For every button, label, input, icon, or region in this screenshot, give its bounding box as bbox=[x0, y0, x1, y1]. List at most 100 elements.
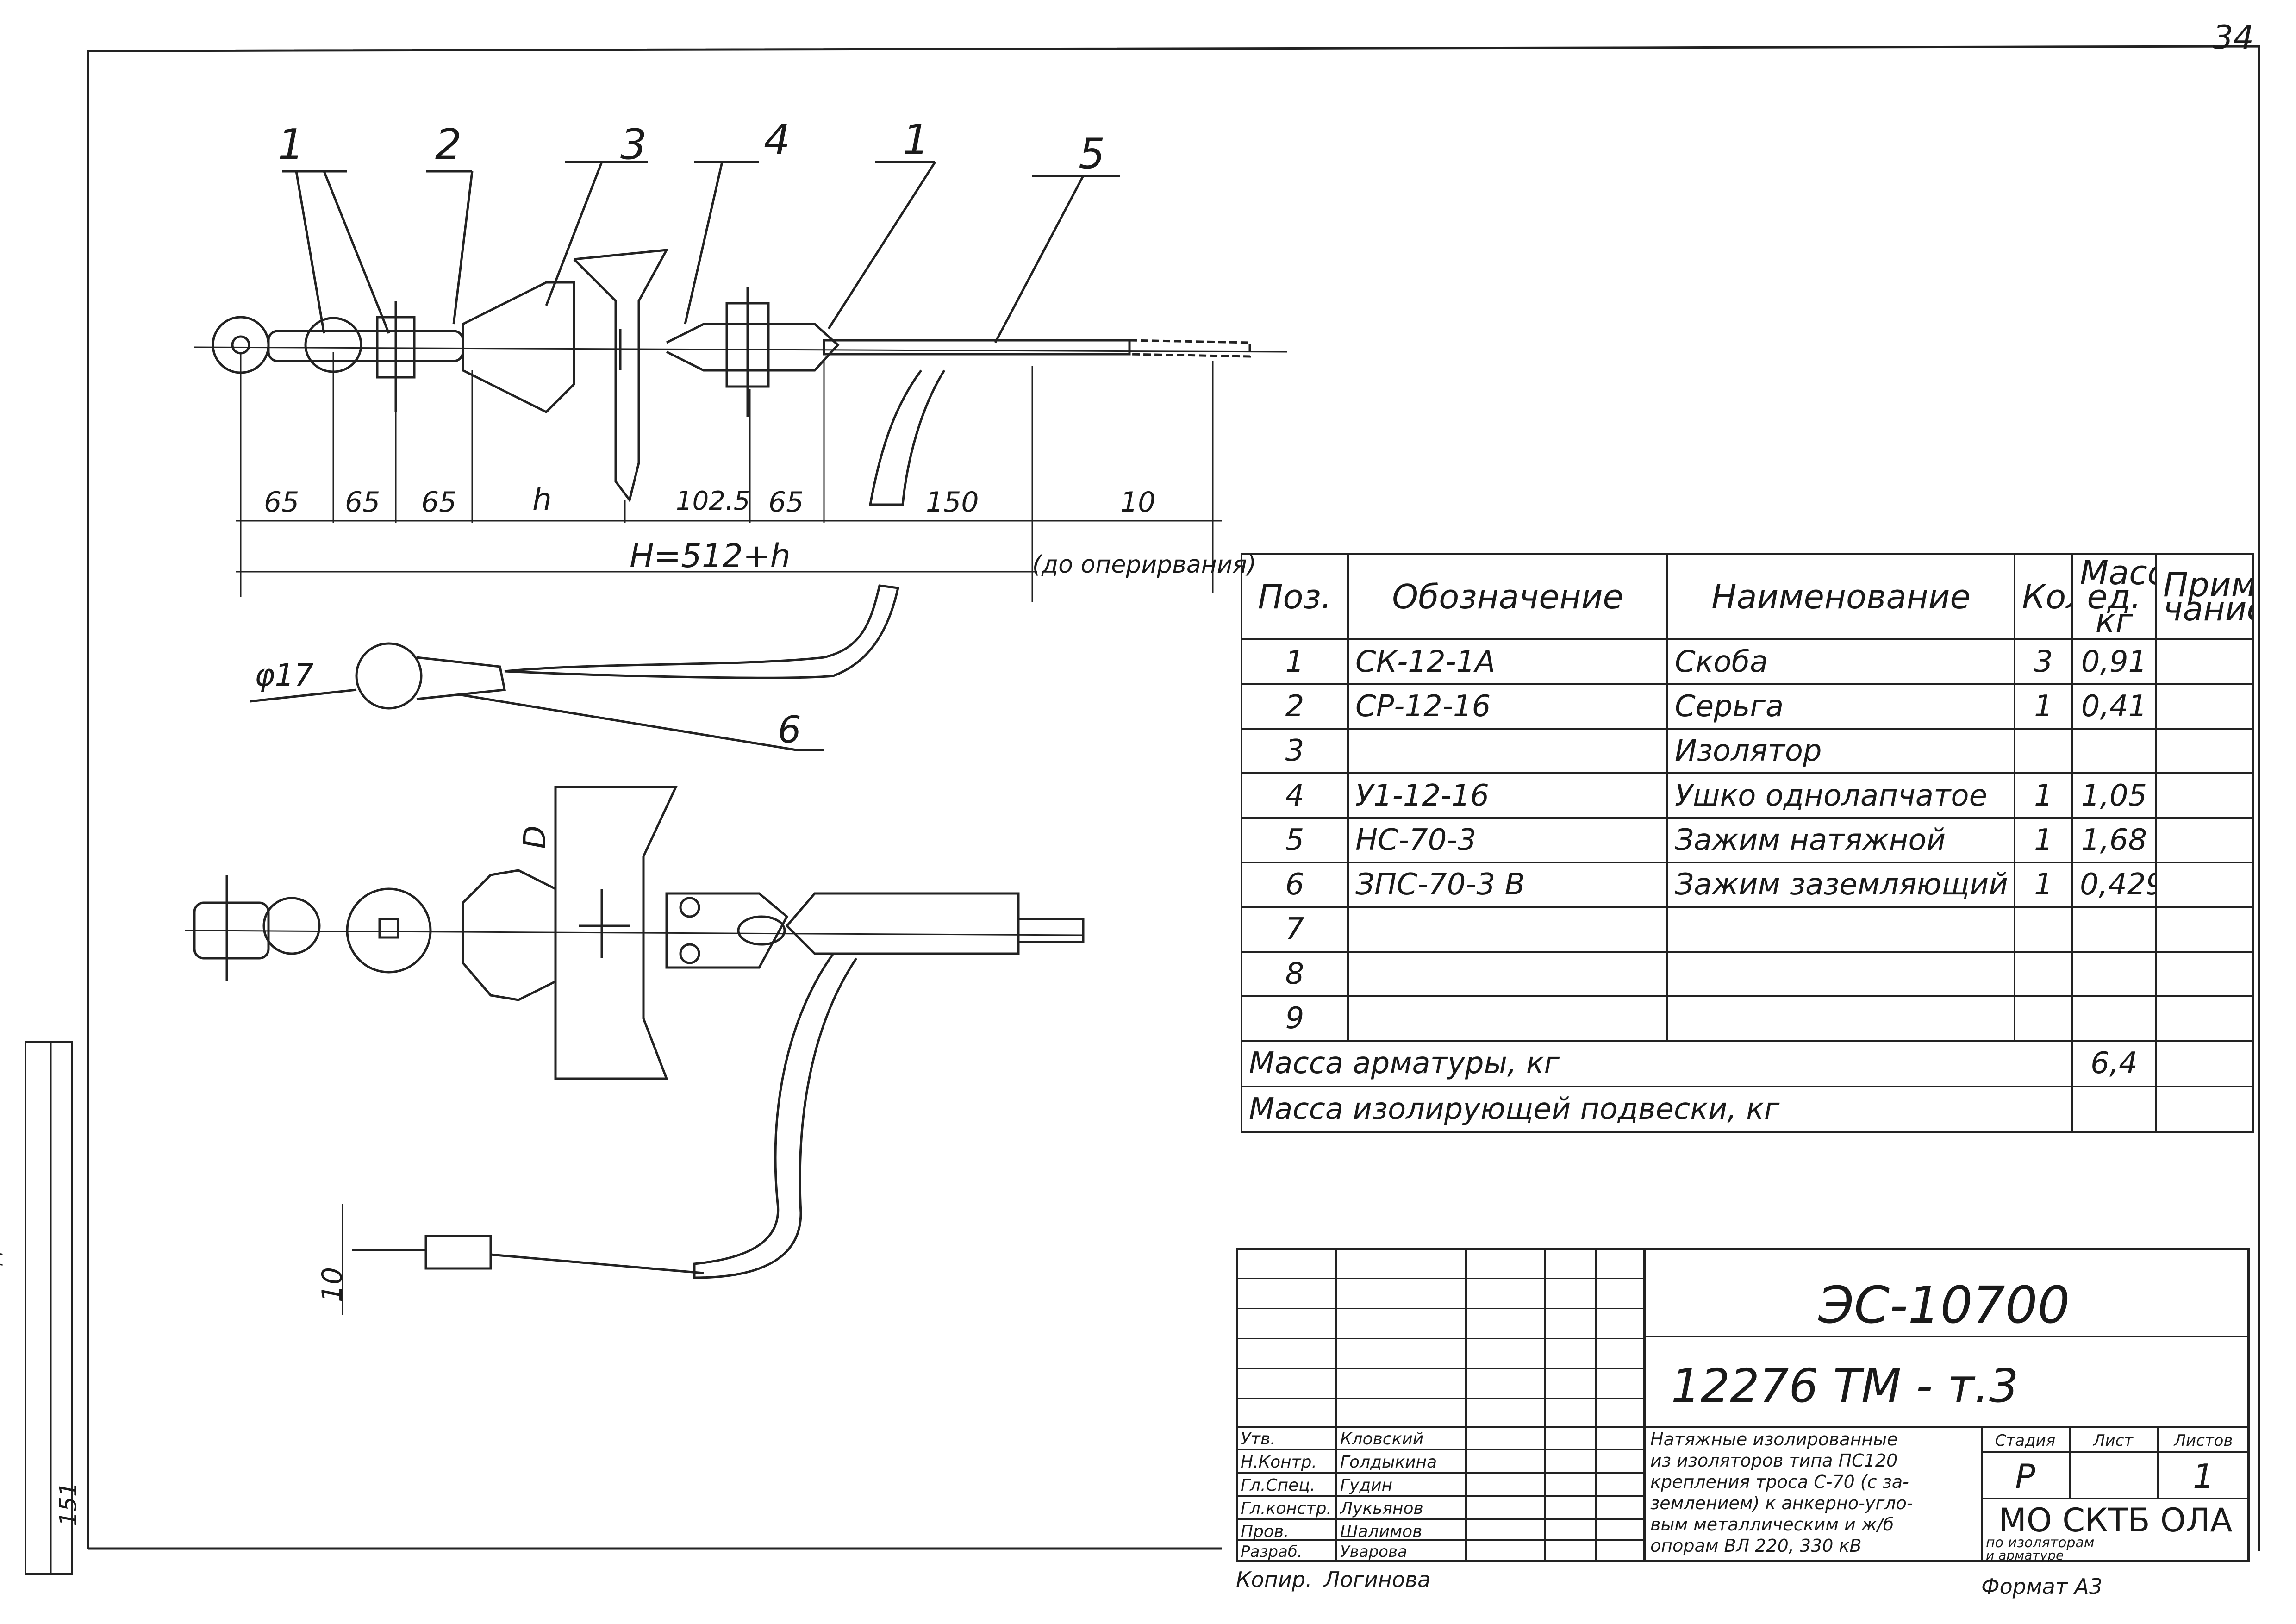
spec-qty: 1 bbox=[2014, 817, 2073, 863]
spec-mass: 0,91 bbox=[2071, 638, 2157, 685]
dim-10: 10 bbox=[1120, 486, 1156, 518]
dim-overall-note: (до оперирвания) bbox=[1032, 551, 1257, 579]
description-line: крепления троса С-70 (с за- bbox=[1650, 1472, 1909, 1492]
organization-sub: и арматуре bbox=[1986, 1548, 2064, 1563]
spec-qty: 3 bbox=[2014, 638, 2073, 685]
person-name: Лукьянов bbox=[1340, 1499, 1423, 1518]
spec-pos: 4 bbox=[1241, 772, 1349, 819]
top-view-dimensions bbox=[236, 352, 1222, 602]
side-stamp-label: Инв.№ подл. bbox=[0, 1231, 5, 1366]
spec-qty bbox=[2014, 950, 2073, 997]
spec-note bbox=[2155, 728, 2254, 775]
spec-mass: 0,429 bbox=[2071, 861, 2157, 908]
spec-footer-label: Масса изолирующей подвески, кг bbox=[1241, 1085, 2073, 1133]
spec-footer-row: Масса арматуры, кг 6,4 bbox=[1241, 1040, 2254, 1087]
role-label: Гл.констр. bbox=[1241, 1499, 1332, 1518]
stage-value: Р bbox=[2015, 1457, 2035, 1496]
spec-name bbox=[1666, 950, 2015, 997]
sheet-label: Лист bbox=[2093, 1431, 2134, 1450]
spec-name: Ушко однолапчатое bbox=[1666, 772, 2015, 819]
callout-5: 5 bbox=[1079, 130, 1105, 178]
spec-mass bbox=[2071, 906, 2157, 953]
frame-border bbox=[87, 45, 2260, 1551]
spec-mass: 1,05 bbox=[2071, 772, 2157, 819]
description-line: землением) к анкерно-угло- bbox=[1650, 1493, 1913, 1513]
spec-footer-empty bbox=[2155, 1040, 2254, 1087]
role-label: Утв. bbox=[1241, 1430, 1276, 1449]
spec-name: Зажим заземляющий bbox=[1666, 861, 2015, 908]
spec-header-designation: Обозначение bbox=[1347, 553, 1668, 641]
description-line: опорам ВЛ 220, 330 кВ bbox=[1650, 1536, 1862, 1556]
spec-footer-row: Масса изолирующей подвески, кг bbox=[1241, 1085, 2254, 1133]
spec-header-qty: Кол. bbox=[2014, 553, 2073, 641]
spec-name: Скоба bbox=[1666, 638, 2015, 685]
person-name: Шалимов bbox=[1340, 1522, 1423, 1541]
dim-102-5: 102.5 bbox=[676, 486, 750, 516]
spec-qty: 1 bbox=[2014, 683, 2073, 730]
spec-designation bbox=[1347, 906, 1668, 953]
bottom-view-assembly bbox=[185, 786, 1085, 1315]
spec-note bbox=[2155, 683, 2254, 730]
spec-pos: 2 bbox=[1241, 683, 1349, 730]
spec-header-name: Наименование bbox=[1666, 553, 2015, 641]
person-name: Уварова bbox=[1340, 1543, 1407, 1561]
table-row: 5 НС-70-3 Зажим натяжной 1 1,68 bbox=[1241, 817, 2254, 863]
copied-name: Логинова bbox=[1324, 1567, 1431, 1592]
sheets-label: Листов bbox=[2174, 1431, 2233, 1450]
doc-code: ЭС-10700 bbox=[1818, 1275, 2070, 1335]
spec-designation: СР-12-16 bbox=[1347, 683, 1668, 730]
side-stamp-number: 151 bbox=[55, 1482, 82, 1526]
spec-pos: 9 bbox=[1241, 995, 1349, 1042]
specification-table: Поз. Обозначение Наименование Кол. Масса… bbox=[1241, 553, 2254, 1133]
spec-header-row: Поз. Обозначение Наименование Кол. Масса… bbox=[1241, 553, 2254, 641]
spec-name: Изолятор bbox=[1666, 728, 2015, 775]
role-label: Гл.Спец. bbox=[1241, 1476, 1316, 1495]
spec-footer-value: 6,4 bbox=[2071, 1040, 2157, 1087]
dim-overall: H=512+h bbox=[630, 537, 791, 575]
spec-note bbox=[2155, 861, 2254, 908]
spec-footer-label: Масса арматуры, кг bbox=[1241, 1040, 2073, 1087]
spec-note bbox=[2155, 817, 2254, 863]
spec-name: Зажим натяжной bbox=[1666, 817, 2015, 863]
dim-10-vertical: 10 bbox=[316, 1267, 349, 1303]
person-name: Гудин bbox=[1340, 1476, 1393, 1495]
person-name: Кловский bbox=[1340, 1430, 1424, 1449]
spec-pos: 5 bbox=[1241, 817, 1349, 863]
spec-name bbox=[1666, 995, 2015, 1042]
role-label: Разраб. bbox=[1241, 1543, 1303, 1561]
spec-qty: 1 bbox=[2014, 861, 2073, 908]
table-row: 1 СК-12-1А Скоба 3 0,91 bbox=[1241, 638, 2254, 685]
side-stamp-box bbox=[25, 1041, 73, 1575]
spec-pos: 3 bbox=[1241, 728, 1349, 775]
spec-designation bbox=[1347, 728, 1668, 775]
spec-note bbox=[2155, 995, 2254, 1042]
spec-mass bbox=[2071, 995, 2157, 1042]
spec-designation bbox=[1347, 950, 1668, 997]
role-label: Пров. bbox=[1241, 1522, 1289, 1541]
copied-label: Копир. bbox=[1236, 1567, 1312, 1592]
spec-note bbox=[2155, 772, 2254, 819]
role-label: Н.Контр. bbox=[1241, 1453, 1317, 1472]
callout-1a: 1 bbox=[278, 120, 305, 169]
spec-header-mass: Масса, ед. кг bbox=[2071, 553, 2157, 641]
spec-pos: 7 bbox=[1241, 906, 1349, 953]
spec-mass: 1,68 bbox=[2071, 817, 2157, 863]
spec-designation: ЗПС-70-3 В bbox=[1347, 861, 1668, 908]
spec-qty bbox=[2014, 995, 2073, 1042]
spec-note bbox=[2155, 638, 2254, 685]
organization: МО СКТБ ОЛА bbox=[1998, 1501, 2233, 1539]
spec-mass bbox=[2071, 728, 2157, 775]
table-row: 4 У1-12-16 Ушко однолапчатое 1 1,05 bbox=[1241, 772, 2254, 819]
spec-mass: 0,41 bbox=[2071, 683, 2157, 730]
table-row: 8 bbox=[1241, 950, 2254, 997]
description-line: из изоляторов типа ПС120 bbox=[1650, 1450, 1898, 1471]
table-row: 3 Изолятор bbox=[1241, 728, 2254, 775]
dim-65-c: 65 bbox=[421, 486, 457, 518]
spec-pos: 6 bbox=[1241, 861, 1349, 908]
callout-1b: 1 bbox=[903, 116, 930, 164]
dim-65-a: 65 bbox=[264, 486, 299, 518]
spec-designation: НС-70-3 bbox=[1347, 817, 1668, 863]
doc-number: 12276 ТМ - т.3 bbox=[1671, 1359, 2019, 1413]
callout-2: 2 bbox=[435, 120, 462, 169]
